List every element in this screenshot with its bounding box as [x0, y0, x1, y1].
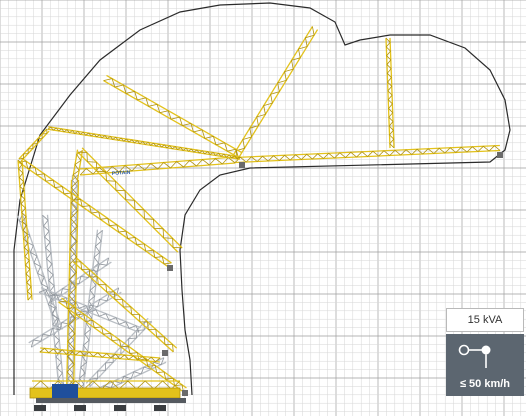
mast-left-1	[17, 159, 33, 301]
wind-spec-panel: ≤ 50 km/h	[446, 334, 524, 396]
outrigger-pad-4	[154, 405, 166, 411]
crane-base-group	[29, 384, 186, 411]
hook-block-3	[167, 265, 173, 271]
anemometer-icon	[458, 344, 491, 368]
power-spec-box: 15 kVA	[446, 308, 524, 332]
hook-block-2	[239, 162, 245, 168]
jib-tip-vertical	[385, 37, 395, 149]
working-envelope-outline	[13, 2, 511, 396]
ghost-position-7	[48, 257, 112, 303]
mast-vertical	[65, 179, 80, 396]
jib-raised-mid	[103, 74, 242, 159]
wind-limit: ≤ 50 km/h	[459, 378, 511, 390]
boom-positions-group	[17, 26, 503, 396]
jib-extension	[234, 144, 501, 164]
operator-cab	[52, 384, 78, 402]
jib-lowered-4	[58, 297, 187, 393]
hook-block-1	[497, 152, 503, 158]
hook-block-5	[182, 390, 188, 396]
jib-lowered-5	[39, 347, 161, 363]
outrigger-pad-2	[74, 405, 86, 411]
jib-raised-steep	[231, 26, 319, 160]
power-rating: 15 kVA	[467, 314, 503, 326]
jib-lowered-3	[72, 257, 178, 353]
jib-lowered-1	[77, 147, 183, 253]
tie-left	[18, 128, 50, 162]
outrigger-beam	[36, 398, 186, 403]
boom-brand-label: POTAIN	[112, 170, 131, 177]
jib-lowered-2	[18, 157, 172, 268]
hook-block-4	[162, 350, 168, 356]
tie-line-1	[47, 126, 241, 160]
outrigger-pad-1	[34, 405, 46, 411]
outrigger-pad-3	[114, 405, 126, 411]
